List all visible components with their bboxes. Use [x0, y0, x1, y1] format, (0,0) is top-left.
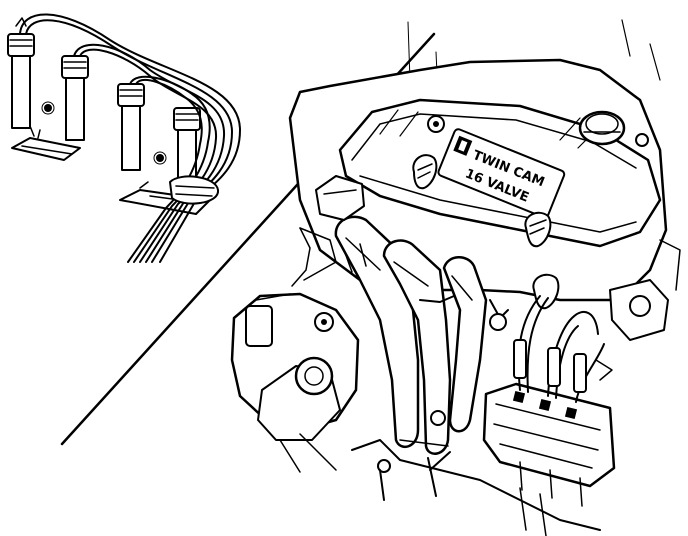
- plug-wire-harness: [19, 13, 241, 263]
- right-accessory: [595, 239, 681, 381]
- engine-front-housing: [230, 292, 360, 473]
- valve-cover: TWIN CAM 16 VALVE: [338, 98, 662, 248]
- background-block: [291, 19, 661, 287]
- plug-boot-3: [117, 83, 145, 171]
- plug-boot-2: [61, 55, 89, 141]
- oil-filler-cap: [578, 110, 626, 146]
- coil-plug-wires: [513, 295, 605, 403]
- lower-block: [351, 295, 601, 536]
- wire-bracket-left: [11, 101, 81, 161]
- plug-tower-3: [532, 273, 560, 310]
- plug-tower-1: [412, 154, 438, 190]
- plug-boot-1: [7, 17, 35, 129]
- block-left-bracket: [299, 175, 365, 281]
- detail-inset: [7, 13, 441, 446]
- engine-main-view: TWIN CAM 16 VALVE: [230, 19, 681, 536]
- cover-bolt: [427, 115, 649, 147]
- ignition-coil-pack: [482, 382, 616, 507]
- plug-tower-2: [524, 211, 552, 248]
